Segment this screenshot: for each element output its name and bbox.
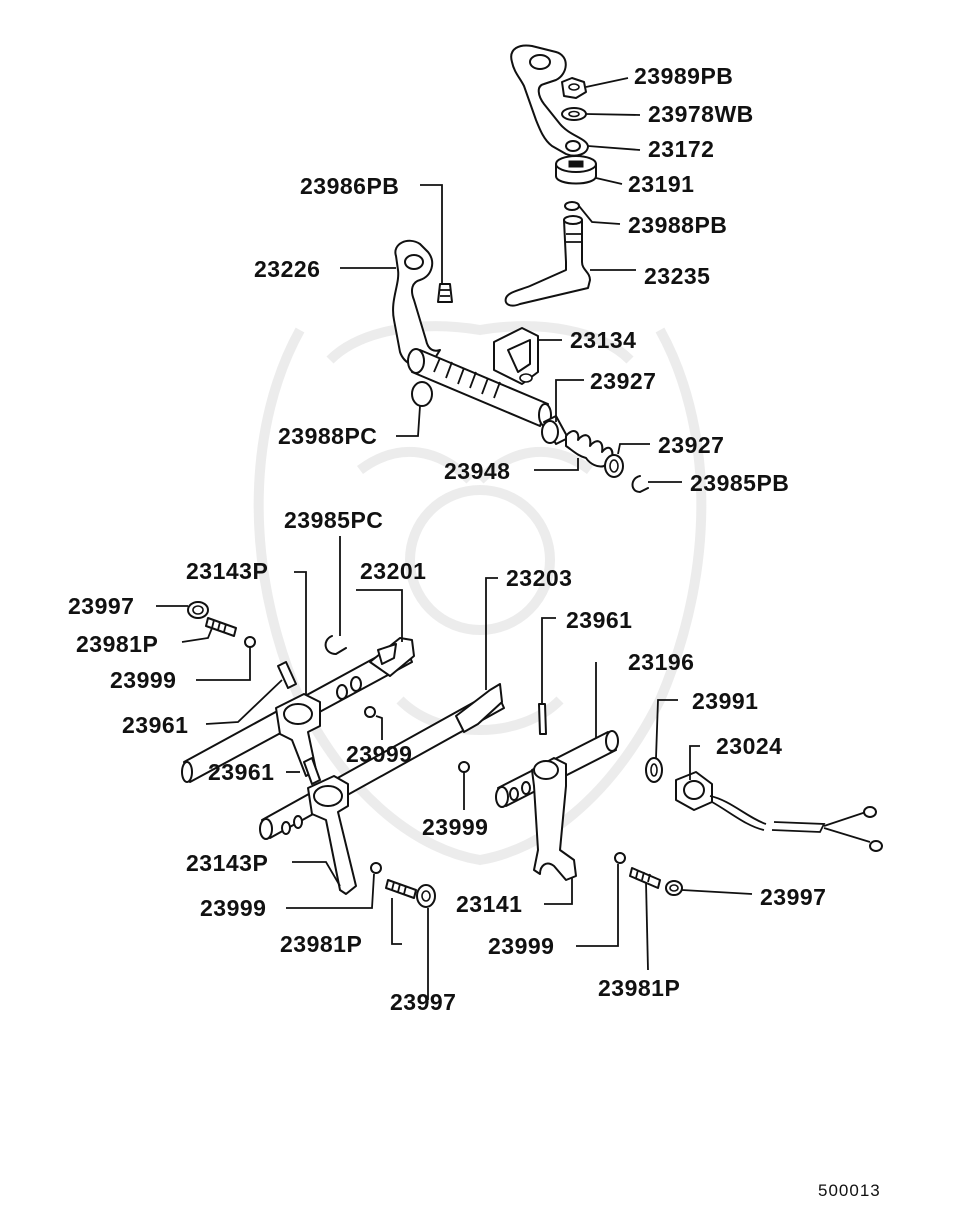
fitting-23986PB xyxy=(437,283,453,303)
spring-23948 xyxy=(565,430,614,468)
label-23172: 23172 xyxy=(648,136,714,162)
label-23024: 23024 xyxy=(716,733,782,759)
spring-23981P-right xyxy=(629,867,661,889)
label-23986PB: 23986PB xyxy=(300,173,399,199)
ball-23999-b xyxy=(364,706,376,718)
ring-23988PB xyxy=(564,201,580,211)
block-23134 xyxy=(493,327,539,385)
label-23997-upper: 23997 xyxy=(68,593,134,619)
label-23948: 23948 xyxy=(444,458,510,484)
label-23203: 23203 xyxy=(506,565,572,591)
ring-23988PC xyxy=(411,381,433,407)
label-23997-right: 23997 xyxy=(760,884,826,910)
label-23997-lower: 23997 xyxy=(390,989,456,1015)
pin-23961-a xyxy=(277,661,297,689)
clip-23985PB xyxy=(631,475,649,493)
label-23141: 23141 xyxy=(456,891,522,917)
label-23989PB: 23989PB xyxy=(634,63,733,89)
spring-23981P-lower xyxy=(385,879,417,899)
lever-23172 xyxy=(510,44,589,157)
ball-23999-c xyxy=(458,761,470,773)
figure-number: 500013 xyxy=(818,1181,881,1200)
ball-23999-a xyxy=(244,636,256,648)
label-23196: 23196 xyxy=(628,649,694,675)
label-23988PB: 23988PB xyxy=(628,212,727,238)
pin-23961-b xyxy=(303,757,321,785)
bushing-23191 xyxy=(555,155,597,185)
label-23981P-right: 23981P xyxy=(598,975,680,1001)
pin-23961-c xyxy=(538,703,547,735)
label-23961-middle: 23961 xyxy=(208,759,274,785)
fork-23141 xyxy=(531,757,577,881)
ball-23999-e xyxy=(614,852,626,864)
lever-23235 xyxy=(504,215,591,307)
clip-23985PC xyxy=(324,635,347,655)
label-23961-upper-right: 23961 xyxy=(566,607,632,633)
fork-23143P-upper xyxy=(275,693,321,777)
label-23999-middle: 23999 xyxy=(346,741,412,767)
plug-23997-lower xyxy=(416,884,436,908)
label-23961-left: 23961 xyxy=(122,712,188,738)
label-23999-upper-left: 23999 xyxy=(110,667,176,693)
part-labels: 23989PB 23978WB 23172 23191 23988PB 2398… xyxy=(68,63,826,1015)
label-23191: 23191 xyxy=(628,171,694,197)
label-23988PC: 23988PC xyxy=(278,423,377,449)
label-23981P-upper: 23981P xyxy=(76,631,158,657)
label-23985PB: 23985PB xyxy=(690,470,789,496)
label-23927-upper: 23927 xyxy=(590,368,656,394)
label-23985PC: 23985PC xyxy=(284,507,383,533)
label-23226: 23226 xyxy=(254,256,320,282)
label-23981P-lower: 23981P xyxy=(280,931,362,957)
label-23143P-upper: 23143P xyxy=(186,558,268,584)
label-23134: 23134 xyxy=(570,327,636,353)
label-23999-lower-right: 23999 xyxy=(488,933,554,959)
leader-lines xyxy=(156,77,753,1000)
label-23927-lower: 23927 xyxy=(658,432,724,458)
bushing-23927-lower xyxy=(604,454,624,478)
spring-23981P-upper xyxy=(205,617,237,637)
nut-23989PB xyxy=(561,77,587,99)
plug-23997-right xyxy=(665,880,683,896)
washer-23978WB xyxy=(561,107,587,121)
label-23991: 23991 xyxy=(692,688,758,714)
bushing-23927-upper xyxy=(541,415,569,445)
label-23978WB: 23978WB xyxy=(648,101,754,127)
oring-23991 xyxy=(645,757,663,783)
label-23999-center: 23999 xyxy=(422,814,488,840)
plug-23997-upper xyxy=(187,601,209,619)
shaft-lever-23226 xyxy=(392,239,552,427)
label-23235: 23235 xyxy=(644,263,710,289)
label-23201: 23201 xyxy=(360,558,426,584)
ball-23999-d xyxy=(370,862,382,874)
label-23999-lower-left: 23999 xyxy=(200,895,266,921)
switch-23024 xyxy=(675,771,883,852)
fork-23143P-lower xyxy=(307,775,357,895)
label-23143P-lower: 23143P xyxy=(186,850,268,876)
